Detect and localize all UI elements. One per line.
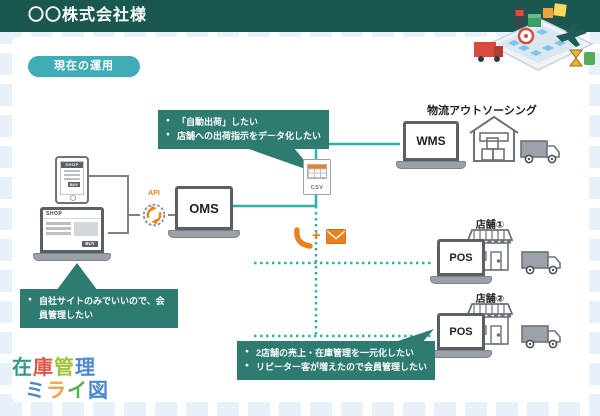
- pos-label: POS: [437, 239, 485, 276]
- tablet-screen: [497, 25, 583, 63]
- warehouse-icon: [466, 111, 522, 170]
- shop-site-title: SHOP: [46, 211, 63, 217]
- logo-char: 理: [75, 357, 96, 379]
- logistics-illustration: [470, 2, 598, 79]
- laptop-base: [168, 230, 240, 238]
- truck-icon: [521, 249, 563, 281]
- site-header: SHOP: [43, 210, 101, 219]
- buy-button-label: BUY: [82, 241, 98, 247]
- service-logo: 在庫管理 ミライ図: [12, 357, 109, 403]
- logo-char: 庫: [33, 357, 54, 379]
- green-box-icon: [528, 14, 541, 27]
- green-bag-icon: [584, 52, 595, 65]
- phone-tile-badge: [515, 10, 524, 16]
- laptop-base: [33, 253, 111, 261]
- laptop-base: [430, 276, 492, 284]
- callout-unify-stores: 2店舗の売上・在庫管理を一元化したい リピーター客が増えたので会員管理したい: [237, 341, 436, 380]
- site-text-lines: [46, 222, 74, 237]
- airplane-icon: [556, 23, 587, 47]
- logo-char: ミ: [25, 380, 46, 402]
- site-image-placeholder: [74, 222, 98, 236]
- callout-auto-shipping: 「自動出荷」したい 店舗への出荷指示をデータ化したい: [158, 110, 330, 149]
- oms-label: OMS: [175, 186, 233, 230]
- logo-line1: 在庫管理: [12, 357, 109, 380]
- pos-laptop-store1: POS: [430, 239, 492, 284]
- csv-label: CSV: [310, 185, 324, 191]
- shop-app-title: SHOP: [61, 162, 83, 168]
- logistics-outsourcing-label: 物流アウトソーシング: [427, 105, 537, 117]
- oms-laptop: OMS: [168, 186, 240, 238]
- callout-item: リピーター客が増えたので会員管理したい: [245, 360, 427, 374]
- envelope-icon: [326, 229, 346, 249]
- callout-item: 店舗への出荷指示をデータ化したい: [166, 129, 321, 143]
- laptop-base: [430, 350, 492, 358]
- logo-char: 在: [12, 357, 33, 379]
- api-label: API: [148, 190, 160, 197]
- smartphone-icon: SHOP BUY: [55, 156, 89, 204]
- app-tiles: [508, 29, 566, 56]
- site-body: [43, 219, 101, 240]
- logo-char: 管: [54, 357, 75, 379]
- current-operation-badge: 現在の運用: [28, 56, 140, 77]
- store2-label: 店舗②: [475, 294, 505, 305]
- truck-icon: [521, 323, 563, 355]
- csv-file-icon: CSV: [303, 159, 331, 195]
- csv-grid: [307, 164, 327, 179]
- text-line: [64, 174, 80, 176]
- logo-line2: ミライ図: [12, 380, 109, 403]
- text-line: [64, 170, 80, 172]
- company-title: 〇〇株式会社様: [28, 7, 148, 24]
- phone-tile-icon: [514, 7, 525, 26]
- shop-site-screen: SHOP BUY: [40, 207, 104, 253]
- callout-own-site: 自社サイトのみでいいので、会員管理したい: [20, 289, 178, 328]
- store1-label: 店舗①: [475, 220, 505, 231]
- plus-icon: +: [312, 227, 321, 244]
- buy-button-label: BUY: [68, 182, 80, 187]
- shop-site-laptop-icon: SHOP BUY: [33, 207, 111, 261]
- logo-char: 図: [88, 380, 109, 402]
- hourglass-icon: [569, 49, 583, 67]
- alarm-dot: [524, 34, 528, 38]
- logo-char: ラ: [46, 380, 67, 402]
- text-line: [64, 178, 80, 180]
- pos-label: POS: [437, 313, 485, 350]
- orange-box-icon: [543, 8, 553, 18]
- header-bar: 〇〇株式会社様: [0, 0, 600, 32]
- wms-label: WMS: [403, 121, 459, 161]
- logo-char: イ: [67, 380, 88, 402]
- red-truck-icon: [474, 42, 503, 62]
- yellow-note-icon: [553, 3, 567, 17]
- smartphone-screen: SHOP BUY: [60, 161, 84, 195]
- callout-item: 2店舗の売上・在庫管理を一元化したい: [245, 346, 427, 360]
- pos-laptop-store2: POS: [430, 313, 492, 358]
- laptop-base: [396, 161, 466, 169]
- callout-item: 自社サイトのみでいいので、会員管理したい: [28, 294, 170, 323]
- wms-laptop: WMS: [396, 121, 466, 169]
- api-gear-icon: [140, 201, 168, 234]
- home-button-icon: [70, 195, 76, 201]
- truck-icon: [520, 138, 562, 170]
- phone-handset-icon: [292, 225, 314, 255]
- callout-item: 「自動出荷」したい: [166, 115, 321, 129]
